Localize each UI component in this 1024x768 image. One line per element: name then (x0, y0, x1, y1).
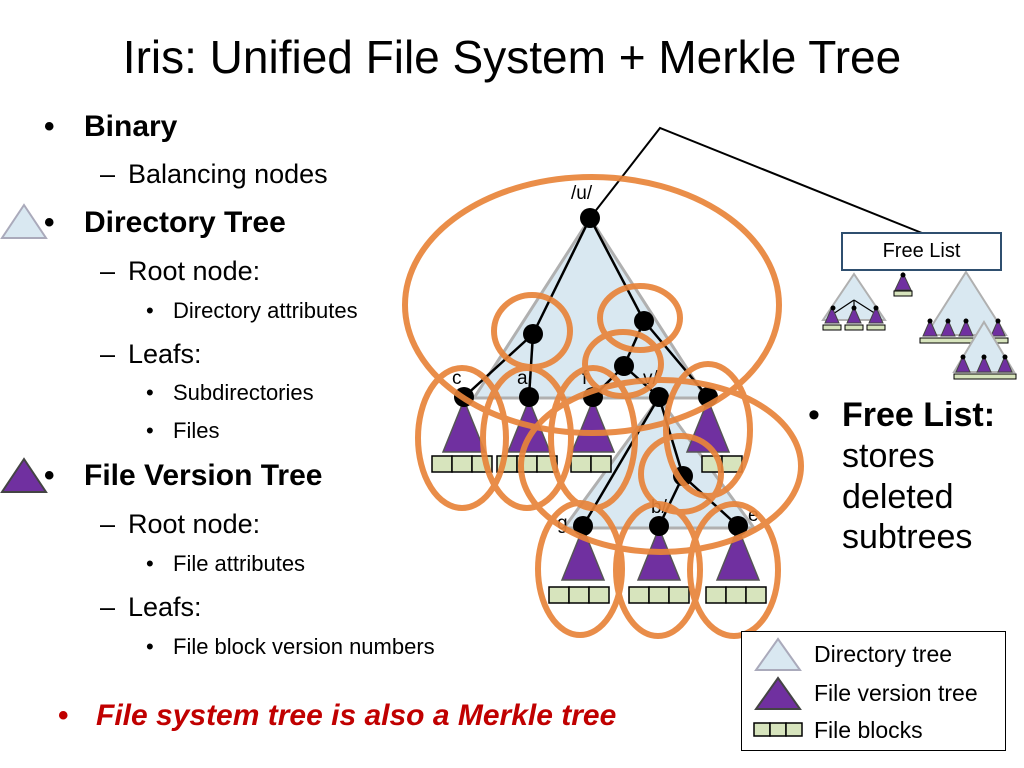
bullet-dot: • (58, 699, 69, 732)
bullet-dot: • (146, 418, 154, 443)
highlight-ovals (402, 174, 804, 639)
dash: – (100, 159, 116, 189)
label-c: c (452, 368, 462, 389)
free-list-line-1: stores (842, 436, 935, 475)
dash: – (100, 339, 116, 369)
item-directory-attributes: Directory attributes (173, 298, 358, 323)
dash: – (100, 592, 116, 622)
sub-dir-leafs: Leafs: (128, 339, 202, 369)
free-list-heading: Free List: (842, 396, 996, 434)
label-f: f (582, 368, 588, 389)
legend-directory-icon (754, 637, 802, 671)
free-list-box-label: Free List (882, 240, 961, 262)
bullet-dot: • (44, 110, 55, 143)
free-list-description: Free List: stores deleted subtrees (842, 395, 1022, 558)
legend: Directory tree File version tree File bl… (741, 631, 1006, 751)
label-root: /u/ (571, 183, 593, 204)
item-file-block-version-numbers: File block version numbers (173, 634, 435, 659)
label-a: a (517, 368, 528, 389)
item-files: Files (173, 418, 220, 443)
legend-file-blocks: File blocks (814, 717, 923, 743)
footer-merkle-note: File system tree is also a Merkle tree (96, 699, 617, 732)
file-version-tree-icon (0, 457, 48, 493)
dash: – (100, 509, 116, 539)
bullet-dot: • (44, 459, 55, 492)
free-list-line-2: deleted (842, 477, 954, 516)
sub-file-leafs: Leafs: (128, 592, 202, 622)
bullet-dot: • (808, 396, 820, 434)
directory-tree-icon (0, 203, 48, 239)
sub-dir-root-node: Root node: (128, 256, 261, 286)
sub-balancing-nodes: Balancing nodes (128, 159, 328, 189)
bullet-dot: • (146, 634, 154, 659)
free-list-subtrees (821, 270, 1017, 380)
item-subdirectories: Subdirectories (173, 380, 314, 405)
bullet-directory-tree: Directory Tree (84, 206, 286, 239)
legend-directory-tree: Directory tree (814, 641, 953, 667)
bullet-file-version-tree: File Version Tree (84, 459, 323, 492)
bullet-dot: • (44, 206, 55, 239)
bullet-dot: • (146, 551, 154, 576)
item-file-attributes: File attributes (173, 551, 306, 576)
sub-file-root-node: Root node: (128, 509, 261, 539)
free-list-connector (589, 126, 923, 234)
slide-title: Iris: Unified File System + Merkle Tree (122, 31, 902, 83)
dash: – (100, 256, 116, 286)
label-e: e (748, 505, 759, 526)
legend-file-version-tree: File version tree (814, 680, 978, 706)
free-list-box: Free List (841, 232, 1002, 271)
bullet-dot: • (146, 298, 154, 323)
bullet-dot: • (146, 380, 154, 405)
bullet-binary: Binary (84, 110, 178, 143)
legend-file-version-icon (754, 676, 802, 710)
free-list-line-3: subtrees (842, 518, 973, 557)
legend-file-blocks-icon (753, 722, 803, 737)
